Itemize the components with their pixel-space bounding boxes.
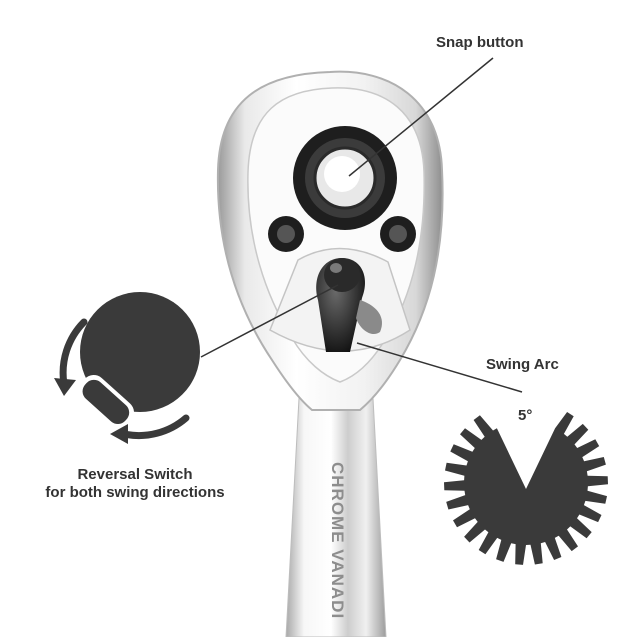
snap-button-leader xyxy=(348,57,494,177)
swing-arc-gear-icon xyxy=(444,412,608,565)
reversal-switch-leader xyxy=(200,284,339,358)
snap-button-label: Snap button xyxy=(436,34,524,51)
snap-button xyxy=(293,126,397,230)
reversal-switch-icon xyxy=(77,292,200,429)
rotate-counterclockwise-arrow-icon xyxy=(54,318,88,396)
ratchet-wrench: CHROME VANADI xyxy=(216,70,444,637)
handle-engraving: CHROME VANADI xyxy=(328,462,347,619)
swing-angle-label: 5° xyxy=(518,407,533,424)
left-screw xyxy=(268,216,304,252)
swing-arc-leader xyxy=(356,342,523,393)
swing-arc-label: Swing Arc xyxy=(486,356,559,373)
right-screw xyxy=(380,216,416,252)
reversal-switch-label: Reversal Switch for both swing direction… xyxy=(10,466,260,502)
reversal-switch-title: Reversal Switch xyxy=(77,466,193,483)
rotate-clockwise-arrow-icon xyxy=(110,414,190,444)
reversal-switch-subtitle: for both swing directions xyxy=(45,484,225,501)
reversal-lever xyxy=(316,258,382,352)
